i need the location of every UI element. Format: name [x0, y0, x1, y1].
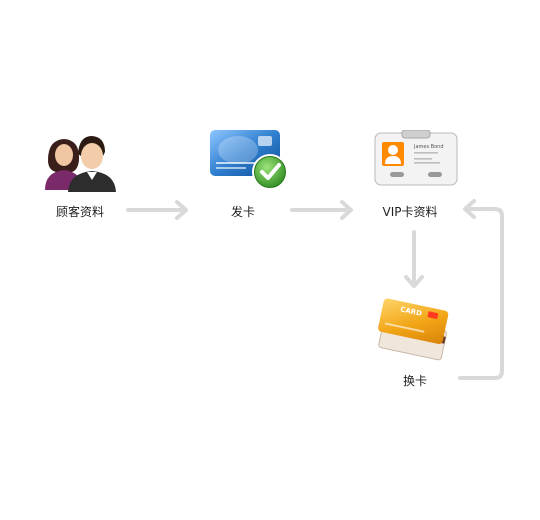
- node-label-replace-card: 换卡: [402, 374, 428, 388]
- node-label-issue-card: 发卡: [230, 205, 256, 219]
- node-label-vip-card-info: VIP卡资料: [382, 205, 438, 219]
- customers-icon: [45, 136, 116, 192]
- cards-icon: CARD: [378, 298, 449, 361]
- contact-card-name: James Bond: [413, 144, 444, 150]
- arrow-replace-to-vip: [458, 207, 504, 380]
- arrow-issue-to-vip-head: [340, 200, 353, 220]
- node-label-customer-info: 顾客资料: [55, 205, 105, 219]
- arrow-replace-to-vip-head: [463, 199, 476, 219]
- arrow-vip-to-replace-head: [404, 275, 424, 288]
- contact-card-icon: James Bond: [374, 130, 458, 186]
- credit-card-check-icon: [210, 130, 288, 190]
- arrow-customer-to-issue-head: [175, 200, 188, 220]
